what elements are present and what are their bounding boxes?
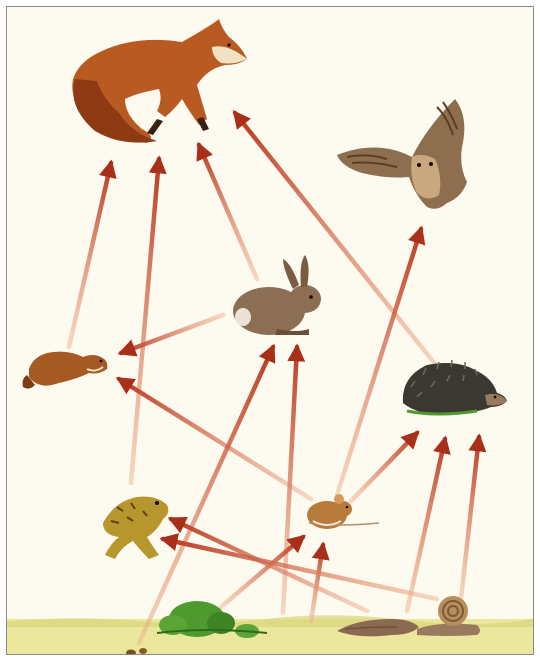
- arrow-rabbit-to-fox: [199, 145, 257, 279]
- arrow-rabbit-to-weasel: [121, 315, 223, 353]
- arrow-seeds-to-rabbit: [139, 347, 273, 643]
- arrow-weasel-to-fox: [69, 163, 111, 347]
- hedgehog-icon: [403, 360, 507, 415]
- arrow-slug-to-frog: [171, 519, 367, 611]
- arrow-mouse-to-weasel: [119, 379, 311, 499]
- frog-icon: [103, 497, 168, 559]
- arrow-seeds-to-mouse: [311, 545, 323, 621]
- rabbit-icon: [233, 255, 321, 335]
- mouse-icon: [307, 494, 379, 529]
- arrow-snail-to-hedgehog: [461, 437, 479, 599]
- owl-icon: [337, 99, 467, 209]
- fox-icon: [72, 19, 247, 143]
- food-web-canvas: [7, 7, 534, 655]
- arrow-mouse-to-owl: [337, 229, 421, 495]
- arrow-snail-to-frog: [163, 539, 437, 599]
- weasel-icon: [23, 352, 108, 389]
- arrow-mouse-to-hedgehog: [351, 433, 417, 501]
- food-web-diagram: [6, 6, 534, 655]
- arrow-slug-to-hedgehog: [407, 439, 445, 611]
- arrow-frog-to-fox: [131, 159, 159, 483]
- snail-icon: [417, 596, 480, 636]
